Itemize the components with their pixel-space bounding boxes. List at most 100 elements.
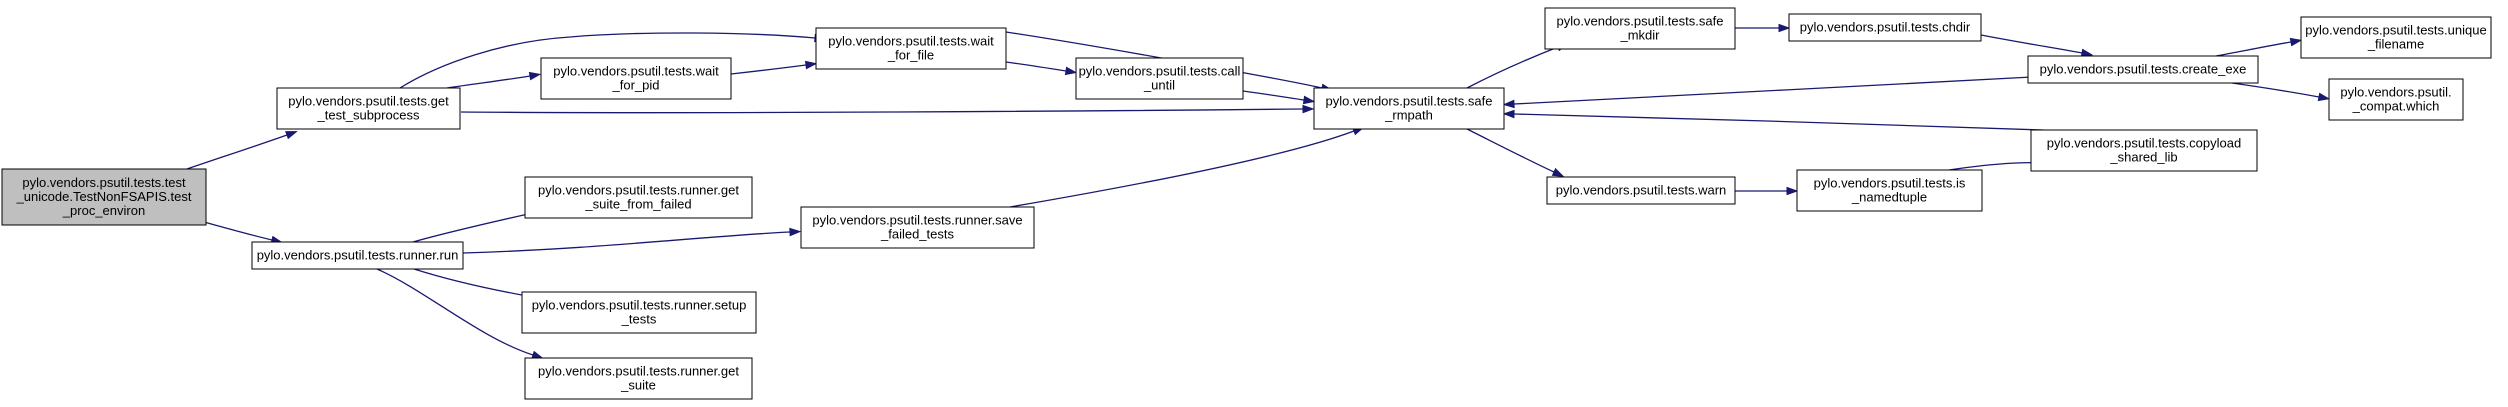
- edge-create_exe-to-safe_rmpath: [1502, 76, 2033, 109]
- arrowhead: [1786, 186, 1799, 196]
- node-label-line: _rmpath: [1384, 108, 1433, 123]
- node-box: [1796, 169, 1983, 212]
- edge-safe_mkdir-to-chdir: [1735, 23, 1791, 33]
- node-label-line: pylo.vendors.psutil.tests.runner.setup: [532, 298, 747, 313]
- node-box: [1075, 57, 1244, 100]
- edge-save_failed_tests-to-safe_rmpath: [1009, 127, 1365, 208]
- node-box: [1544, 7, 1736, 50]
- edges-layer: [186, 23, 2331, 359]
- node-box: [2030, 129, 2258, 172]
- node-get-test-subprocess[interactable]: pylo.vendors.psutil.tests.get_test_subpr…: [276, 87, 461, 130]
- arrowhead: [1778, 23, 1791, 33]
- edge-line: [1466, 46, 1559, 89]
- arrowhead: [789, 227, 802, 237]
- node-runner-run[interactable]: pylo.vendors.psutil.tests.runner.run: [251, 241, 464, 270]
- node-label-line: pylo.vendors.psutil.tests.unique: [2305, 23, 2486, 38]
- node-chdir[interactable]: pylo.vendors.psutil.tests.chdir: [1788, 13, 1982, 42]
- arrowhead: [2289, 37, 2303, 47]
- node-box: [800, 206, 1035, 249]
- node-label-line: pylo.vendors.psutil.tests.runner.save: [812, 213, 1022, 228]
- edge-safe_rmpath-to-safe_mkdir: [1466, 42, 1569, 89]
- edge-create_exe-to-unique_filename: [2215, 37, 2303, 57]
- node-label-line: pylo.vendors.psutil.tests.runner.get: [538, 364, 739, 379]
- edge-line: [1242, 90, 1305, 101]
- node-label-line: pylo.vendors.psutil.tests.create_exe: [2040, 62, 2247, 77]
- edge-chdir-to-create_exe: [1980, 34, 2094, 58]
- arrowhead: [1302, 104, 1315, 114]
- edge-line: [462, 231, 791, 254]
- node-safe-mkdir[interactable]: pylo.vendors.psutil.tests.safe_mkdir: [1544, 7, 1736, 50]
- arrowhead: [2317, 92, 2331, 102]
- node-is-namedtuple[interactable]: pylo.vendors.psutil.tests.is_namedtuple: [1796, 169, 1983, 212]
- node-label-line: pylo.vendors.psutil.tests.copyload: [2047, 136, 2241, 151]
- node-label-line: _until: [1143, 78, 1175, 93]
- node-save-failed-tests[interactable]: pylo.vendors.psutil.tests.runner.save_fa…: [800, 206, 1035, 249]
- node-warn[interactable]: pylo.vendors.psutil.tests.warn: [1546, 176, 1736, 205]
- node-label-line: pylo.vendors.psutil.tests.safe: [1557, 14, 1724, 29]
- edge-line: [1009, 130, 1355, 208]
- node-box: [524, 357, 753, 400]
- node-box: [540, 57, 732, 100]
- edge-line: [460, 108, 1304, 114]
- edge-safe_rmpath-to-warn: [1466, 128, 1565, 177]
- node-label-line: _for_pid: [612, 78, 660, 93]
- arrowhead: [804, 60, 818, 70]
- node-box: [1546, 176, 1736, 205]
- node-label-line: pylo.vendors.psutil.tests.is: [1814, 176, 1966, 191]
- node-box: [521, 291, 757, 334]
- node-box: [1788, 13, 1982, 42]
- arrowhead: [285, 131, 298, 140]
- node-label-line: pylo.vendors.psutil.tests.warn: [1556, 183, 1727, 198]
- node-box: [1, 168, 207, 226]
- node-label-line: pylo.vendors.psutil.tests.get: [288, 94, 449, 109]
- edge-line: [203, 221, 273, 241]
- arrowhead: [1064, 66, 1078, 76]
- node-setup-tests[interactable]: pylo.vendors.psutil.tests.runner.setup_t…: [521, 291, 757, 334]
- node-root[interactable]: pylo.vendors.psutil.tests.test_unicode.T…: [1, 168, 207, 226]
- node-box: [2328, 78, 2464, 121]
- node-compat-which[interactable]: pylo.vendors.psutil._compat.which: [2328, 78, 2464, 121]
- node-label-line: _filename: [2367, 37, 2424, 52]
- edge-root-to-get_test_subprocess: [186, 131, 298, 170]
- node-unique-filename[interactable]: pylo.vendors.psutil.tests.unique_filenam…: [2300, 16, 2492, 59]
- node-label-line: pylo.vendors.psutil.tests.chdir: [1800, 20, 1971, 35]
- arrowhead: [528, 71, 542, 81]
- node-label-line: pylo.vendors.psutil.tests.runner.run: [257, 248, 459, 263]
- edge-wait_for_file-to-call_until: [1005, 61, 1078, 76]
- edge-line: [446, 75, 531, 89]
- node-copyload-shared-lib[interactable]: pylo.vendors.psutil.tests.copyload_share…: [2030, 129, 2258, 172]
- node-create-exe[interactable]: pylo.vendors.psutil.tests.create_exe: [2027, 55, 2259, 84]
- edge-line: [730, 64, 807, 75]
- node-label-line: _shared_lib: [2109, 150, 2177, 165]
- node-box: [524, 176, 753, 219]
- node-label-line: _namedtuple: [1851, 190, 1927, 205]
- node-label-line: pylo.vendors.psutil.tests.wait: [553, 64, 719, 79]
- node-wait-for-pid[interactable]: pylo.vendors.psutil.tests.wait_for_pid: [540, 57, 732, 100]
- node-call-until[interactable]: pylo.vendors.psutil.tests.call_until: [1075, 57, 1244, 100]
- node-box: [2027, 55, 2259, 84]
- node-safe-rmpath[interactable]: pylo.vendors.psutil.tests.safe_rmpath: [1313, 87, 1505, 130]
- node-label-line: pylo.vendors.psutil.: [2340, 85, 2451, 100]
- node-runner-get-suite[interactable]: pylo.vendors.psutil.tests.runner.get_sui…: [524, 357, 753, 400]
- node-label-line: _failed_tests: [880, 227, 954, 242]
- arrowhead: [1502, 109, 1515, 119]
- node-label-line: pylo.vendors.psutil.tests.runner.get: [538, 183, 739, 198]
- node-box: [1313, 87, 1505, 130]
- edge-get_test_subprocess-to-wait_for_pid: [446, 71, 542, 89]
- edge-line: [412, 211, 538, 243]
- edge-line: [1980, 34, 2083, 54]
- node-label-line: _tests: [621, 312, 657, 327]
- edge-wait_for_pid-to-wait_for_file: [730, 60, 818, 75]
- arrowhead: [1302, 95, 1316, 105]
- node-label-line: _mkdir: [1619, 28, 1660, 43]
- node-label-line: _compat.which: [2352, 99, 2440, 114]
- node-wait-for-file[interactable]: pylo.vendors.psutil.tests.wait_for_file: [815, 27, 1007, 70]
- edge-create_exe-to-compat_which: [2231, 82, 2331, 102]
- arrowhead: [1502, 99, 1515, 109]
- edge-line: [399, 32, 816, 89]
- node-box: [251, 241, 464, 270]
- edge-line: [186, 134, 288, 170]
- node-get-suite-from-failed[interactable]: pylo.vendors.psutil.tests.runner.get_sui…: [524, 176, 753, 219]
- nodes-layer: pylo.vendors.psutil.tests.test_unicode.T…: [1, 7, 2492, 400]
- edge-call_until-to-safe_rmpath: [1242, 90, 1316, 105]
